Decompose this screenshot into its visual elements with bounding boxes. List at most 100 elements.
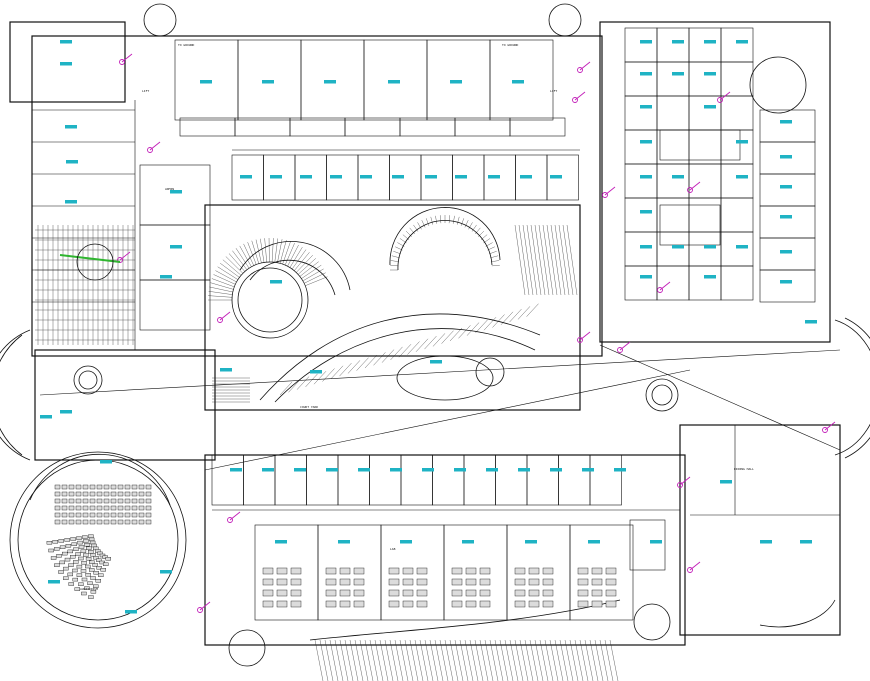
south-upper-room	[337, 454, 370, 506]
desk	[479, 600, 491, 608]
auditorium-seat	[105, 557, 111, 561]
parking-hatch	[439, 639, 449, 681]
desk	[591, 567, 603, 575]
desk	[479, 589, 491, 597]
auditorium-seat	[84, 564, 91, 569]
room-tag	[525, 540, 537, 544]
marker-node	[197, 607, 203, 613]
room-tag	[65, 200, 77, 204]
grid-line	[39, 349, 841, 396]
auditorium-seat	[96, 505, 103, 511]
auditorium-seat	[75, 491, 82, 497]
room-tag	[294, 468, 306, 472]
room-tag	[170, 245, 182, 249]
ramp-tread	[296, 376, 310, 390]
auditorium-seat	[102, 562, 109, 566]
north-corridor-room	[454, 117, 511, 137]
north-block-shell	[31, 35, 603, 357]
parking-hatch	[479, 639, 489, 681]
auditorium-seat	[84, 586, 90, 590]
auditorium-seat	[145, 498, 152, 504]
stair-tread	[297, 258, 316, 275]
auditorium-seat	[48, 548, 54, 553]
auditorium-seat	[103, 512, 110, 518]
east-core	[659, 129, 741, 161]
desk	[388, 567, 400, 575]
auditorium-seat	[61, 491, 68, 497]
auditorium-seat	[131, 505, 138, 511]
room-tag	[262, 80, 274, 84]
auditorium-seat	[92, 563, 99, 567]
south-block-shell	[204, 454, 686, 646]
auditorium-seat	[82, 484, 89, 490]
auditorium-seat	[61, 498, 68, 504]
northwest-service-block	[9, 21, 126, 103]
auditorium-seating	[46, 484, 617, 608]
desk	[325, 600, 337, 608]
ramp-tread	[517, 306, 531, 320]
auditorium-seat	[59, 560, 65, 565]
room-tag	[170, 190, 182, 194]
auditorium-seat	[64, 557, 71, 562]
room-tag	[704, 40, 716, 44]
ramp-tread	[415, 338, 429, 352]
south-upper-room	[495, 454, 528, 506]
desk	[542, 589, 554, 597]
stair-hatch	[542, 224, 554, 296]
parking-hatch	[579, 639, 589, 681]
east-room	[624, 231, 658, 267]
marker-leader	[574, 91, 586, 101]
auditorium-seat	[110, 512, 117, 518]
auditorium-seat	[84, 543, 90, 547]
dome-tread	[390, 265, 399, 267]
desk	[402, 578, 414, 586]
parking-hatch	[334, 639, 344, 681]
desk	[416, 567, 428, 575]
marker-node	[617, 347, 623, 353]
room-tag	[358, 468, 370, 472]
auditorium-seat	[124, 484, 131, 490]
desk	[514, 589, 526, 597]
auditorium-seat	[58, 570, 64, 574]
room-tag	[125, 610, 137, 614]
room-tag	[588, 540, 600, 544]
room-tag	[48, 580, 60, 584]
parking-hatch	[529, 639, 539, 681]
east-facade-arc	[844, 317, 870, 459]
room-tag	[640, 175, 652, 179]
dome-tread	[464, 220, 469, 228]
auditorium-seat	[117, 505, 124, 511]
stair-hatch	[522, 224, 534, 296]
south-classroom	[569, 524, 634, 621]
room-tag	[422, 468, 434, 472]
highlight-mark	[59, 254, 121, 263]
desk	[479, 578, 491, 586]
dome-tread	[390, 260, 399, 263]
desk	[528, 567, 540, 575]
ramp-curve	[259, 313, 541, 401]
room-tag	[800, 540, 812, 544]
auditorium-seat	[68, 563, 74, 567]
auditorium-seat	[80, 569, 87, 573]
marker-node	[577, 67, 583, 73]
auditorium-seat	[131, 512, 138, 518]
east-block-shell	[599, 21, 831, 343]
stair-tread	[211, 278, 235, 288]
parking-curve	[309, 599, 621, 641]
auditorium-seat	[82, 512, 89, 518]
round-tower	[749, 56, 807, 114]
parking-hatch	[609, 639, 619, 681]
auditorium-seat	[131, 519, 138, 525]
east-room	[656, 27, 690, 63]
desk	[290, 600, 302, 608]
room-tag	[640, 245, 652, 249]
parking-hatch	[359, 639, 369, 681]
auditorium-seat	[81, 591, 87, 596]
marker-leader	[579, 331, 591, 341]
north-lower-room	[546, 154, 579, 201]
desk	[465, 600, 477, 608]
room-tag	[550, 175, 562, 179]
parking-hatch	[484, 639, 494, 681]
desk	[290, 589, 302, 597]
auditorium-seat	[68, 498, 75, 504]
